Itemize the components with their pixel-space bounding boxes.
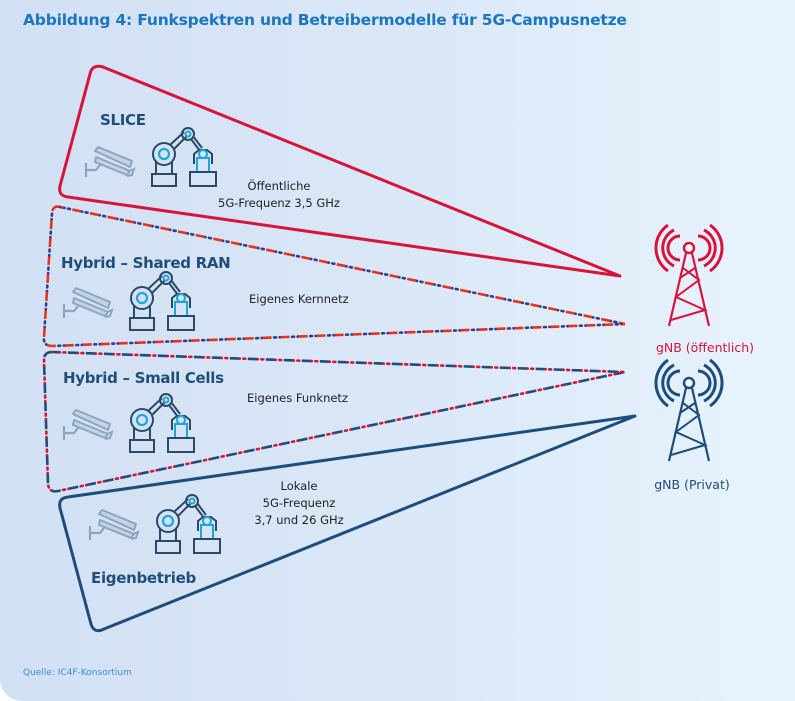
- slice-wedge: [58, 64, 622, 278]
- model-hybrid-small-cells: [42, 350, 626, 493]
- eigenbetrieb-desc-line3: 3,7 und 26 GHz: [254, 513, 343, 527]
- shared-ran-desc: Eigenes Kernnetz: [249, 292, 349, 306]
- security-camera-icon: [84, 145, 136, 179]
- model-eigenbetrieb: [58, 414, 637, 633]
- model-slice: [58, 64, 622, 278]
- tower-label-private: gNB (Privat): [654, 477, 729, 492]
- shared-ran-wedge-dash: [42, 205, 626, 348]
- slice-desc-line2: 5G-Frequenz 3,5 GHz: [218, 196, 340, 210]
- model-name-shared-ran: Hybrid – Shared RAN: [61, 254, 230, 272]
- small-cells-wedge-dash: [42, 350, 626, 493]
- robot-arm-icon: [128, 270, 196, 332]
- eigenbetrieb-desc-line1: Lokale: [280, 479, 317, 493]
- security-camera-icon: [62, 408, 114, 442]
- security-camera-icon: [62, 286, 114, 320]
- tower-public: gNB (öffentlich): [654, 223, 754, 355]
- eigenbetrieb-desc-line2: 5G-Frequenz: [263, 496, 336, 510]
- model-hybrid-shared-ran: [42, 205, 626, 348]
- security-camera-icon: [88, 508, 140, 542]
- cell-tower-icon: [654, 358, 724, 463]
- small-cells-desc: Eigenes Funknetz: [247, 391, 348, 405]
- figure-title: Abbildung 4: Funkspektren und Betreiberm…: [23, 11, 627, 29]
- tower-private: gNB (Privat): [654, 358, 730, 492]
- robot-arm-icon: [150, 126, 218, 188]
- cell-tower-icon: [654, 223, 724, 328]
- model-name-slice: SLICE: [100, 111, 146, 129]
- robot-arm-icon: [128, 392, 196, 454]
- shared-ran-wedge-dot: [42, 205, 626, 348]
- model-name-small-cells: Hybrid – Small Cells: [63, 369, 224, 387]
- eigenbetrieb-wedge: [58, 414, 637, 633]
- robot-arm-icon: [154, 493, 222, 555]
- tower-label-public: gNB (öffentlich): [656, 340, 754, 355]
- model-name-eigenbetrieb: Eigenbetrieb: [91, 569, 196, 587]
- slice-desc-line1: Öffentliche: [248, 177, 311, 193]
- figure-source: Quelle: IC4F-Konsortium: [23, 668, 132, 678]
